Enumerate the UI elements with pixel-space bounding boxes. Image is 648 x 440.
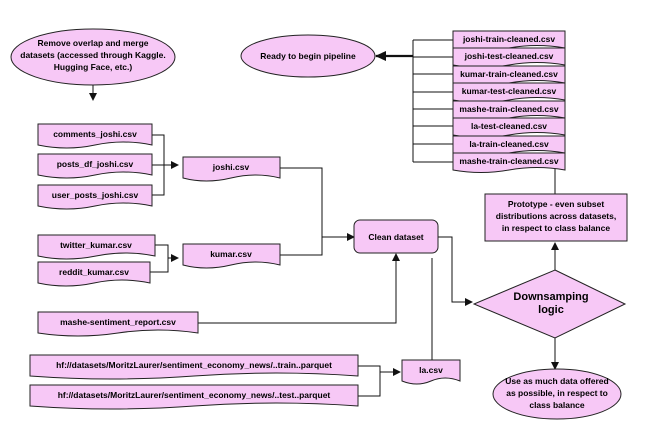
svg-text:reddit_kumar.csv: reddit_kumar.csv xyxy=(59,267,129,277)
svg-text:la-train-cleaned.csv: la-train-cleaned.csv xyxy=(469,139,549,149)
doc-user-posts-joshi: user_posts_joshi.csv xyxy=(37,184,153,210)
svg-text:Clean dataset: Clean dataset xyxy=(368,232,423,242)
svg-text:Downsamping: Downsamping xyxy=(513,291,588,303)
svg-text:mashe-train-cleaned.csv: mashe-train-cleaned.csv xyxy=(459,104,558,114)
doc-posts-df-joshi: posts_df_joshi.csv xyxy=(37,153,153,179)
edge-reddit-kumar xyxy=(150,254,179,273)
svg-text:Ready to begin pipeline: Ready to begin pipeline xyxy=(260,51,356,61)
remove-overlap-node: Remove overlap and merge datasets (acces… xyxy=(10,28,176,86)
cleaned-file-joshi-test: joshi-test-cleaned.csv xyxy=(452,47,566,68)
edge-userposts-joshi xyxy=(152,161,179,196)
svg-text:user_posts_joshi.csv: user_posts_joshi.csv xyxy=(52,190,139,200)
doc-la-csv: la.csv xyxy=(401,359,461,385)
svg-text:la.csv: la.csv xyxy=(419,365,443,375)
doc-hf-test: hf://datasets/MoritzLaurer/sentiment_eco… xyxy=(29,384,359,410)
edge-hftrain-la xyxy=(358,365,381,372)
svg-text:kumar-test-cleaned.csv: kumar-test-cleaned.csv xyxy=(462,86,557,96)
edge-comments-joshi xyxy=(152,134,165,165)
cleaned-file-kumar-test: kumar-test-cleaned.csv xyxy=(452,82,566,103)
svg-text:logic: logic xyxy=(538,304,564,316)
svg-text:mashe-sentiment_report.csv: mashe-sentiment_report.csv xyxy=(60,317,176,327)
svg-text:datasets (accessed through Kag: datasets (accessed through Kaggle. xyxy=(20,50,166,60)
prototype-node: Prototype - even subset distributions ac… xyxy=(484,193,628,242)
doc-twitter-kumar: twitter_kumar.csv xyxy=(37,234,156,260)
edge-la-clean-1 xyxy=(430,326,433,363)
svg-text:Remove overlap and merge: Remove overlap and merge xyxy=(37,38,148,48)
svg-text:comments_joshi.csv: comments_joshi.csv xyxy=(53,129,137,139)
svg-text:Hugging Face, etc.): Hugging Face, etc.) xyxy=(54,62,133,72)
svg-text:twitter_kumar.csv: twitter_kumar.csv xyxy=(60,240,132,250)
svg-text:mashe-train-cleaned.csv: mashe-train-cleaned.csv xyxy=(459,156,558,166)
svg-text:joshi-train-cleaned.csv: joshi-train-cleaned.csv xyxy=(462,34,555,44)
edge-clean-downsampling xyxy=(438,236,473,306)
doc-hf-train: hf://datasets/MoritzLaurer/sentiment_eco… xyxy=(29,354,359,380)
edge-twitter-kumar xyxy=(155,244,169,258)
svg-text:kumar.csv: kumar.csv xyxy=(210,249,252,259)
svg-text:class balance: class balance xyxy=(529,400,585,410)
cleaned-file-la-test: la-test-cleaned.csv xyxy=(452,117,566,138)
edge-mashe-clean xyxy=(198,253,400,324)
clean-dataset-node: Clean dataset xyxy=(353,219,439,254)
doc-kumar-csv: kumar.csv xyxy=(182,243,281,269)
svg-text:joshi-test-cleaned.csv: joshi-test-cleaned.csv xyxy=(464,51,554,61)
downsampling-decision: Downsamping logic xyxy=(472,269,627,339)
cleaned-file-mashe-train-2: mashe-train-cleaned.csv xyxy=(452,152,566,173)
edge-kumar-clean xyxy=(280,237,323,256)
svg-text:joshi.csv: joshi.csv xyxy=(212,162,250,172)
svg-text:Use as much data offered: Use as much data offered xyxy=(505,376,608,386)
ready-node: Ready to begin pipeline xyxy=(240,34,376,78)
doc-comments-joshi: comments_joshi.csv xyxy=(37,123,153,149)
svg-text:Prototype - even subset: Prototype - even subset xyxy=(508,199,605,209)
svg-text:as possible, in respect to: as possible, in respect to xyxy=(506,388,608,398)
doc-joshi-csv: joshi.csv xyxy=(182,156,281,182)
use-much-node: Use as much data offered as possible, in… xyxy=(492,368,622,420)
doc-mashe-report: mashe-sentiment_report.csv xyxy=(37,311,199,337)
svg-text:la-test-cleaned.csv: la-test-cleaned.csv xyxy=(471,121,547,131)
svg-text:in respect to class balance: in respect to class balance xyxy=(502,223,610,233)
svg-text:hf://datasets/MoritzLaurer/sen: hf://datasets/MoritzLaurer/sentiment_eco… xyxy=(58,390,331,400)
edge-joshi-clean xyxy=(280,167,355,241)
svg-text:hf://datasets/MoritzLaurer/sen: hf://datasets/MoritzLaurer/sentiment_eco… xyxy=(56,360,332,370)
svg-text:kumar-train-cleaned.csv: kumar-train-cleaned.csv xyxy=(460,69,558,79)
doc-reddit-kumar: reddit_kumar.csv xyxy=(37,261,151,287)
svg-text:posts_df_joshi.csv: posts_df_joshi.csv xyxy=(57,159,134,169)
svg-text:distributions across datasets,: distributions across datasets, xyxy=(496,211,616,221)
cleaned-files: joshi-train-cleaned.csv joshi-test-clean… xyxy=(452,30,566,173)
edge-hftest-la xyxy=(358,368,401,397)
